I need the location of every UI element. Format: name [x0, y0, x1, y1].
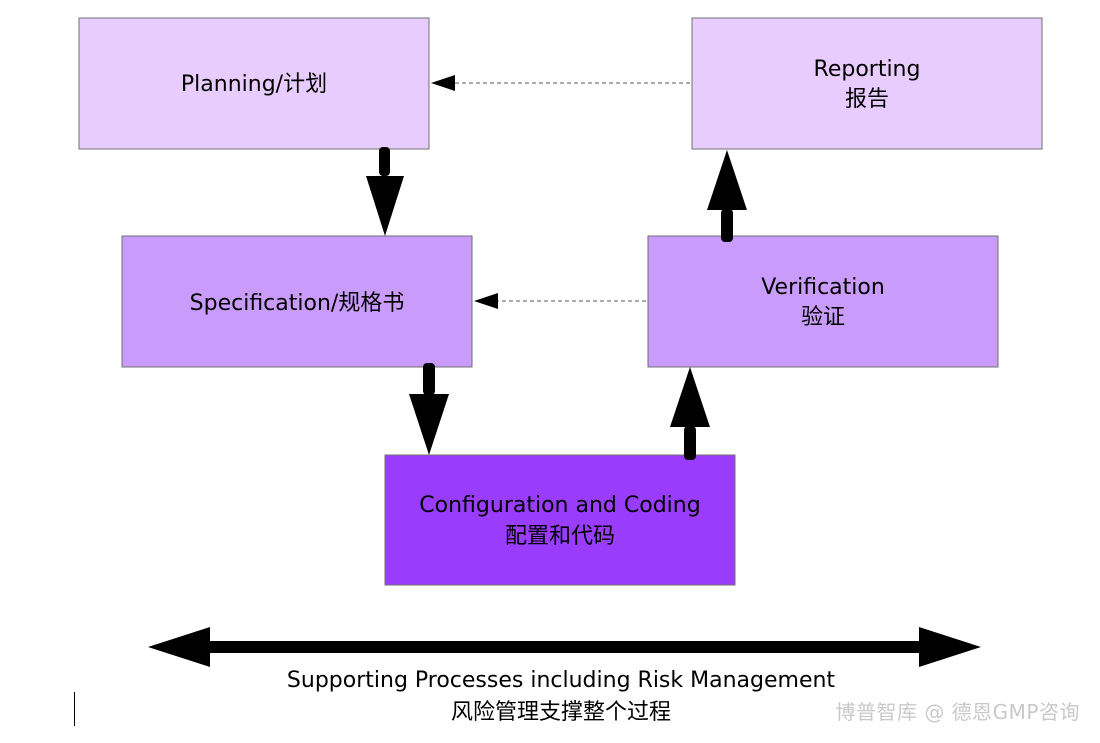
configuration-label-zh: 配置和代码	[505, 524, 615, 549]
reporting-label-zh: 报告	[845, 87, 889, 112]
specification-box: Specification/规格书	[121, 235, 473, 368]
reporting-box: Reporting 报告	[691, 17, 1043, 150]
configuration-to-verification-arrow	[670, 367, 710, 460]
planning-box: Planning/计划	[78, 17, 430, 150]
configuration-label: Configuration and Coding	[419, 493, 700, 518]
supporting-processes-arrow	[148, 627, 981, 667]
configuration-box: Configuration and Coding 配置和代码	[384, 454, 736, 586]
verification-to-specification-arrow	[474, 293, 646, 309]
verification-label: Verification	[761, 275, 885, 300]
specification-to-configuration-arrow	[409, 363, 449, 455]
reporting-to-planning-arrow	[431, 75, 690, 91]
planning-label: Planning/计划	[181, 72, 327, 97]
specification-label: Specification/规格书	[190, 291, 405, 316]
reporting-rect	[691, 17, 1043, 150]
reporting-label: Reporting	[814, 57, 921, 82]
verification-box: Verification 验证	[647, 235, 999, 368]
planning-to-specification-arrow	[366, 147, 404, 236]
watermark-text: 博普智库 @ 德恩GMP咨询	[835, 700, 1080, 724]
supporting-label-zh: 风险管理支撑整个过程	[451, 700, 671, 725]
verification-rect	[647, 235, 999, 368]
supporting-label: Supporting Processes including Risk Mana…	[287, 668, 836, 693]
specification-rect	[121, 235, 473, 368]
verification-to-reporting-arrow	[707, 150, 747, 242]
verification-label-zh: 验证	[801, 305, 845, 330]
configuration-rect	[384, 454, 736, 586]
planning-rect	[78, 17, 430, 150]
text-cursor	[74, 692, 75, 726]
